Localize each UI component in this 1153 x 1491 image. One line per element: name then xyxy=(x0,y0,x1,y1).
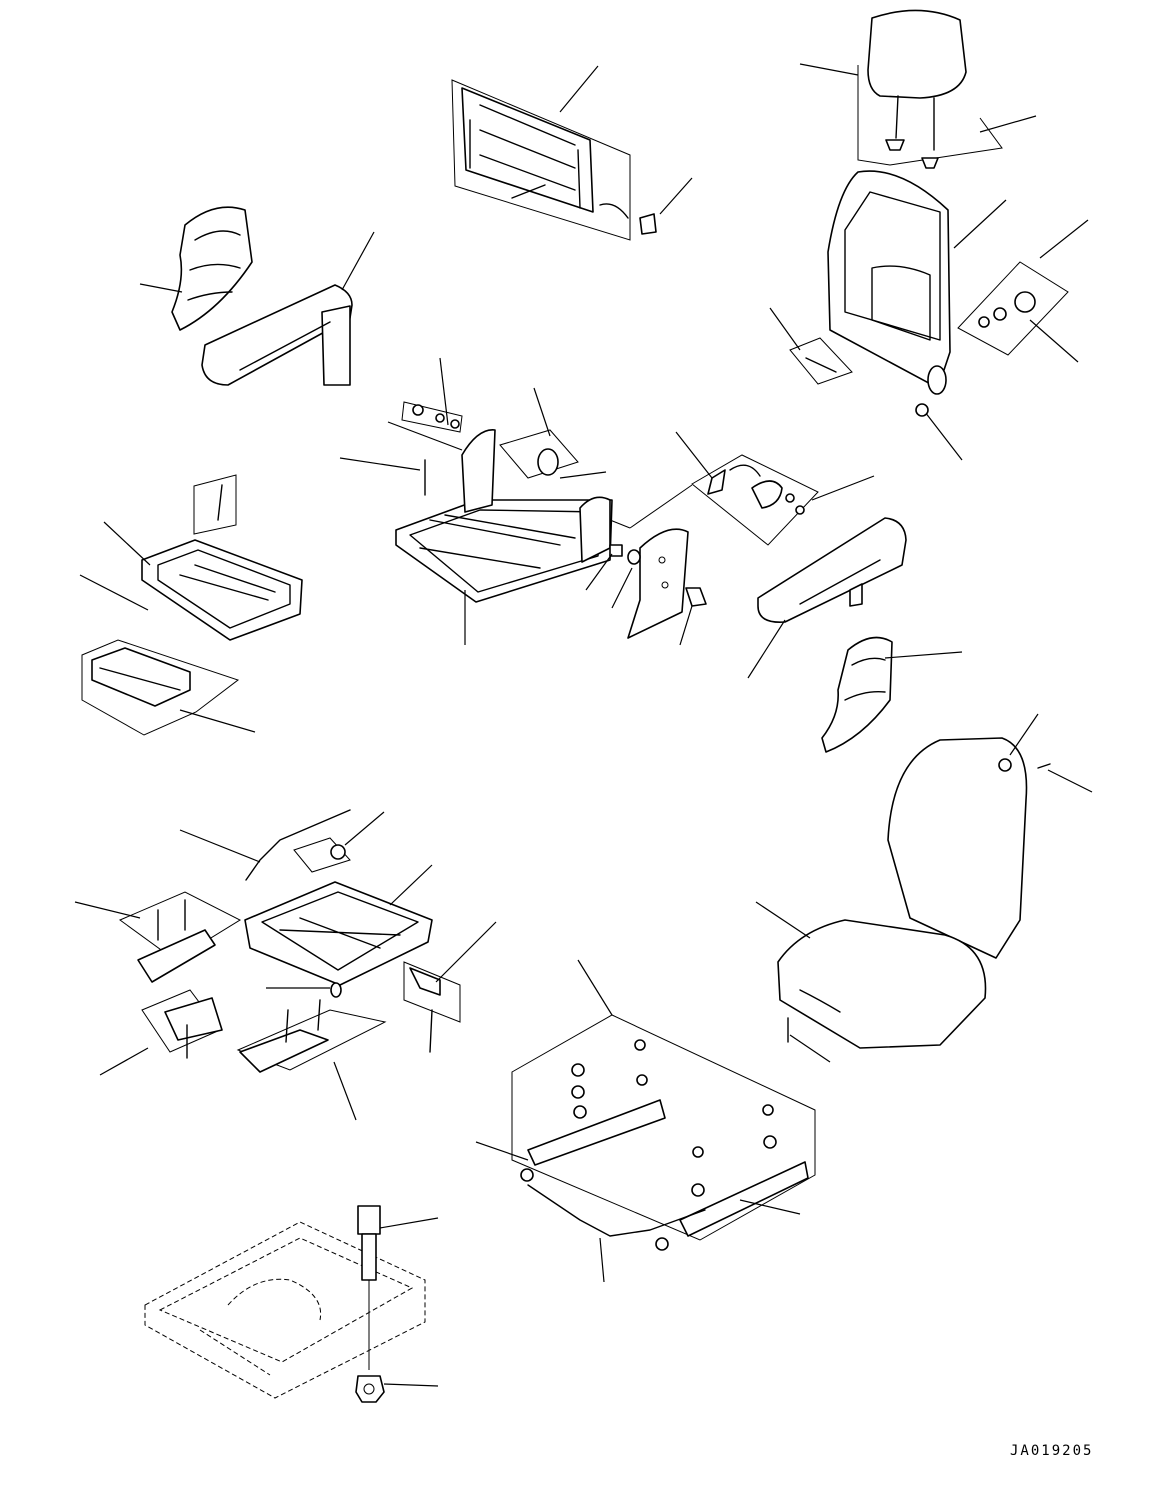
headrest-assembly xyxy=(799,9,1037,169)
seat-frame xyxy=(339,357,613,645)
recliner-knob-kit xyxy=(957,219,1089,363)
seat-cushion xyxy=(755,713,1093,1063)
right-armrest-side-cover xyxy=(821,636,963,753)
slide-adjuster-kit xyxy=(475,959,816,1283)
figure-reference-code: JA019205 xyxy=(1010,1443,1094,1459)
slide-rail-kit xyxy=(81,639,256,736)
back-frame xyxy=(769,170,1007,461)
mount-frame xyxy=(144,1221,426,1399)
right-rail-parts xyxy=(236,982,387,1121)
right-armrest xyxy=(747,517,907,679)
left-rail-parts xyxy=(74,891,242,1076)
tilt-lever-kit xyxy=(609,431,875,546)
bracket-and-bolt xyxy=(403,921,497,1053)
mount-bolt xyxy=(357,1205,439,1370)
side-plate-and-pins xyxy=(585,528,707,646)
mount-nut xyxy=(355,1375,439,1403)
seat-pan xyxy=(79,474,303,641)
back-panel-kit xyxy=(451,65,693,241)
left-armrest xyxy=(201,231,375,386)
suspension-subframe xyxy=(179,809,433,986)
left-armrest-side-cover xyxy=(139,206,253,331)
